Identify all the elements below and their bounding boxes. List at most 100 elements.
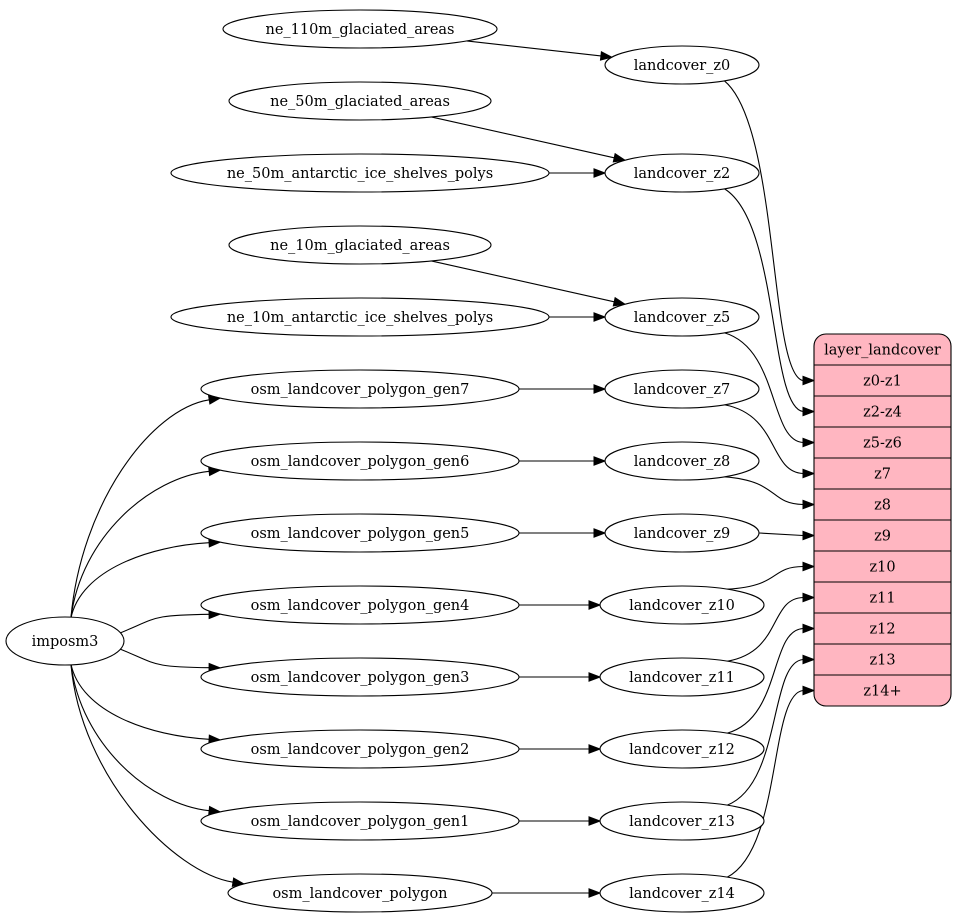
- node-osm-landcover-polygon[interactable]: osm_landcover_polygon: [227, 873, 493, 913]
- edge-osm-landcover-polygon-to-landcover-z14-arrowhead: [588, 888, 602, 898]
- edge-imposm3-to-osm-landcover-polygon-gen1: [70, 663, 210, 812]
- record-field-z2-z4[interactable]: z2-z4: [863, 405, 902, 421]
- record-field-z7[interactable]: z7: [874, 467, 891, 483]
- node-ne-50m-antarctic-ice-shelves-polys[interactable]: ne_50m_antarctic_ice_shelves_polys: [170, 153, 550, 193]
- record-field-z5-z6[interactable]: z5-z6: [863, 436, 902, 452]
- record-field-z10[interactable]: z10: [869, 560, 895, 576]
- node-landcover-z7[interactable]: landcover_z7: [604, 369, 760, 409]
- edge-ne-110m-glaciated-areas-to-landcover-z0: [466, 40, 601, 57]
- node-osm-landcover-polygon-gen4-shape: [200, 585, 520, 625]
- record-field-z8[interactable]: z8: [874, 498, 891, 514]
- node-landcover-z5[interactable]: landcover_z5: [604, 297, 760, 337]
- node-landcover-z9[interactable]: landcover_z9: [604, 513, 760, 553]
- node-landcover-z11[interactable]: landcover_z11: [599, 657, 765, 697]
- node-osm-landcover-polygon-gen4-label: osm_landcover_polygon_gen4: [251, 598, 470, 614]
- edge-landcover-z13-to-layer-landcover-z13: [726, 658, 804, 806]
- edge-osm-landcover-polygon-gen3-to-landcover-z11-arrowhead: [588, 672, 602, 682]
- node-osm-landcover-polygon-gen4[interactable]: osm_landcover_polygon_gen4: [200, 585, 520, 625]
- edge-landcover-z5-to-layer-landcover-z5-z6: [724, 332, 804, 444]
- edge-landcover-z9-to-layer-landcover-z9-arrowhead: [802, 530, 816, 541]
- node-osm-landcover-polygon-gen1-label: osm_landcover_polygon_gen1: [251, 814, 470, 830]
- node-landcover-z12-shape: [599, 729, 765, 769]
- node-imposm3-shape: [5, 616, 125, 666]
- node-ne-110m-glaciated-areas-label: ne_110m_glaciated_areas: [266, 22, 455, 38]
- node-landcover-z10[interactable]: landcover_z10: [599, 585, 765, 625]
- edge-ne-50m-glaciated-areas-to-landcover-z2-arrowhead: [612, 152, 627, 163]
- edge-landcover-z0-to-layer-landcover-z0-z1: [724, 80, 804, 382]
- record-field-z9[interactable]: z9: [874, 529, 891, 545]
- node-osm-landcover-polygon-gen1[interactable]: osm_landcover_polygon_gen1: [200, 801, 520, 841]
- node-osm-landcover-polygon-gen7[interactable]: osm_landcover_polygon_gen7: [200, 369, 520, 409]
- node-ne-10m-antarctic-ice-shelves-polys-label: ne_10m_antarctic_ice_shelves_polys: [227, 310, 493, 326]
- edge-landcover-z7-to-layer-landcover-z7: [724, 404, 804, 475]
- node-ne-110m-glaciated-areas-shape: [222, 9, 498, 49]
- edge-osm-landcover-polygon-gen6-to-landcover-z8-arrowhead: [593, 456, 607, 466]
- node-osm-landcover-polygon-gen7-shape: [200, 369, 520, 409]
- edge-osm-landcover-polygon-gen4-to-landcover-z10-arrowhead: [588, 600, 602, 610]
- edge-ne-10m-glaciated-areas-to-landcover-z5: [431, 260, 615, 303]
- edge-landcover-z12-to-layer-landcover-z12: [726, 627, 804, 734]
- node-landcover-z9-shape: [604, 513, 760, 553]
- edge-imposm3-to-osm-landcover-polygon-gen6: [70, 470, 210, 619]
- record-field-z11[interactable]: z11: [869, 591, 895, 607]
- node-landcover-z12-label: landcover_z12: [629, 742, 735, 758]
- node-ne-10m-antarctic-ice-shelves-polys-shape: [170, 297, 550, 337]
- node-landcover-z14[interactable]: landcover_z14: [599, 873, 765, 913]
- edge-ne-50m-glaciated-areas-to-landcover-z2: [431, 116, 615, 159]
- node-imposm3[interactable]: imposm3: [5, 616, 125, 666]
- node-osm-landcover-polygon-gen6[interactable]: osm_landcover_polygon_gen6: [200, 441, 520, 481]
- node-landcover-z0[interactable]: landcover_z0: [604, 45, 760, 85]
- node-ne-10m-glaciated-areas[interactable]: ne_10m_glaciated_areas: [228, 225, 492, 265]
- node-landcover-z0-label: landcover_z0: [634, 58, 731, 74]
- edge-landcover-z5-to-layer-landcover-z5-z6-arrowhead: [802, 437, 816, 448]
- edge-osm-landcover-polygon-gen5-to-landcover-z9-arrowhead: [593, 528, 607, 538]
- node-landcover-z2-label: landcover_z2: [634, 166, 731, 182]
- node-imposm3-label: imposm3: [32, 634, 99, 650]
- node-osm-landcover-polygon-gen3-shape: [200, 657, 520, 697]
- edge-landcover-z2-to-layer-landcover-z2-z4-arrowhead: [802, 406, 816, 417]
- node-landcover-z13[interactable]: landcover_z13: [599, 801, 765, 841]
- node-landcover-z8[interactable]: landcover_z8: [604, 441, 760, 481]
- edge-imposm3-to-osm-landcover-polygon-gen3: [117, 647, 210, 669]
- node-landcover-z8-label: landcover_z8: [634, 454, 731, 470]
- record-field-z12[interactable]: z12: [869, 622, 895, 638]
- node-osm-landcover-polygon-gen6-label: osm_landcover_polygon_gen6: [251, 454, 470, 470]
- node-landcover-z13-shape: [599, 801, 765, 841]
- record-field-z0-z1[interactable]: z0-z1: [863, 374, 902, 390]
- node-ne-10m-glaciated-areas-label: ne_10m_glaciated_areas: [270, 238, 450, 254]
- node-osm-landcover-polygon-gen5-label: osm_landcover_polygon_gen5: [251, 526, 470, 542]
- node-landcover-z2[interactable]: landcover_z2: [604, 153, 760, 193]
- node-osm-landcover-polygon-gen1-shape: [200, 801, 520, 841]
- edge-landcover-z14-to-layer-landcover-z14: [726, 689, 804, 878]
- node-ne-50m-glaciated-areas[interactable]: ne_50m_glaciated_areas: [228, 81, 492, 121]
- node-landcover-z5-label: landcover_z5: [634, 310, 731, 326]
- node-landcover-z10-shape: [599, 585, 765, 625]
- node-osm-landcover-polygon-gen5[interactable]: osm_landcover_polygon_gen5: [200, 513, 520, 553]
- node-landcover-z9-label: landcover_z9: [634, 526, 731, 542]
- node-osm-landcover-polygon-gen2[interactable]: osm_landcover_polygon_gen2: [200, 729, 520, 769]
- edge-landcover-z8-to-layer-landcover-z8-arrowhead: [802, 499, 816, 510]
- node-ne-50m-glaciated-areas-shape: [228, 81, 492, 121]
- edge-landcover-z11-to-layer-landcover-z11-arrowhead: [802, 592, 816, 603]
- layer-landcover-record: layer_landcoverz0-z1z2-z4z5-z6z7z8z9z10z…: [813, 333, 952, 707]
- node-ne-10m-antarctic-ice-shelves-polys[interactable]: ne_10m_antarctic_ice_shelves_polys: [170, 297, 550, 337]
- edges-layer: [70, 40, 816, 898]
- node-landcover-z8-shape: [604, 441, 760, 481]
- edge-landcover-z8-to-layer-landcover-z8: [724, 476, 804, 506]
- node-landcover-z0-shape: [604, 45, 760, 85]
- node-osm-landcover-polygon-gen6-shape: [200, 441, 520, 481]
- record-field-z13[interactable]: z13: [869, 653, 895, 669]
- nodes-layer: ne_110m_glaciated_areas ne_50m_glaciated_…: [5, 9, 765, 913]
- edge-landcover-z9-to-layer-landcover-z9: [758, 532, 804, 537]
- record-field-z14[interactable]: z14+: [863, 684, 901, 700]
- edge-osm-landcover-polygon-gen2-to-landcover-z12-arrowhead: [588, 744, 602, 754]
- node-osm-landcover-polygon-gen3[interactable]: osm_landcover_polygon_gen3: [200, 657, 520, 697]
- node-osm-landcover-polygon-shape: [227, 873, 493, 913]
- node-osm-landcover-polygon-gen3-label: osm_landcover_polygon_gen3: [251, 670, 470, 686]
- node-landcover-z11-shape: [599, 657, 765, 697]
- node-ne-110m-glaciated-areas[interactable]: ne_110m_glaciated_areas: [222, 9, 498, 49]
- node-ne-50m-antarctic-ice-shelves-polys-label: ne_50m_antarctic_ice_shelves_polys: [227, 166, 493, 182]
- node-landcover-z12[interactable]: landcover_z12: [599, 729, 765, 769]
- edge-imposm3-to-osm-landcover-polygon-gen2: [70, 663, 210, 740]
- node-landcover-z11-label: landcover_z11: [629, 670, 735, 686]
